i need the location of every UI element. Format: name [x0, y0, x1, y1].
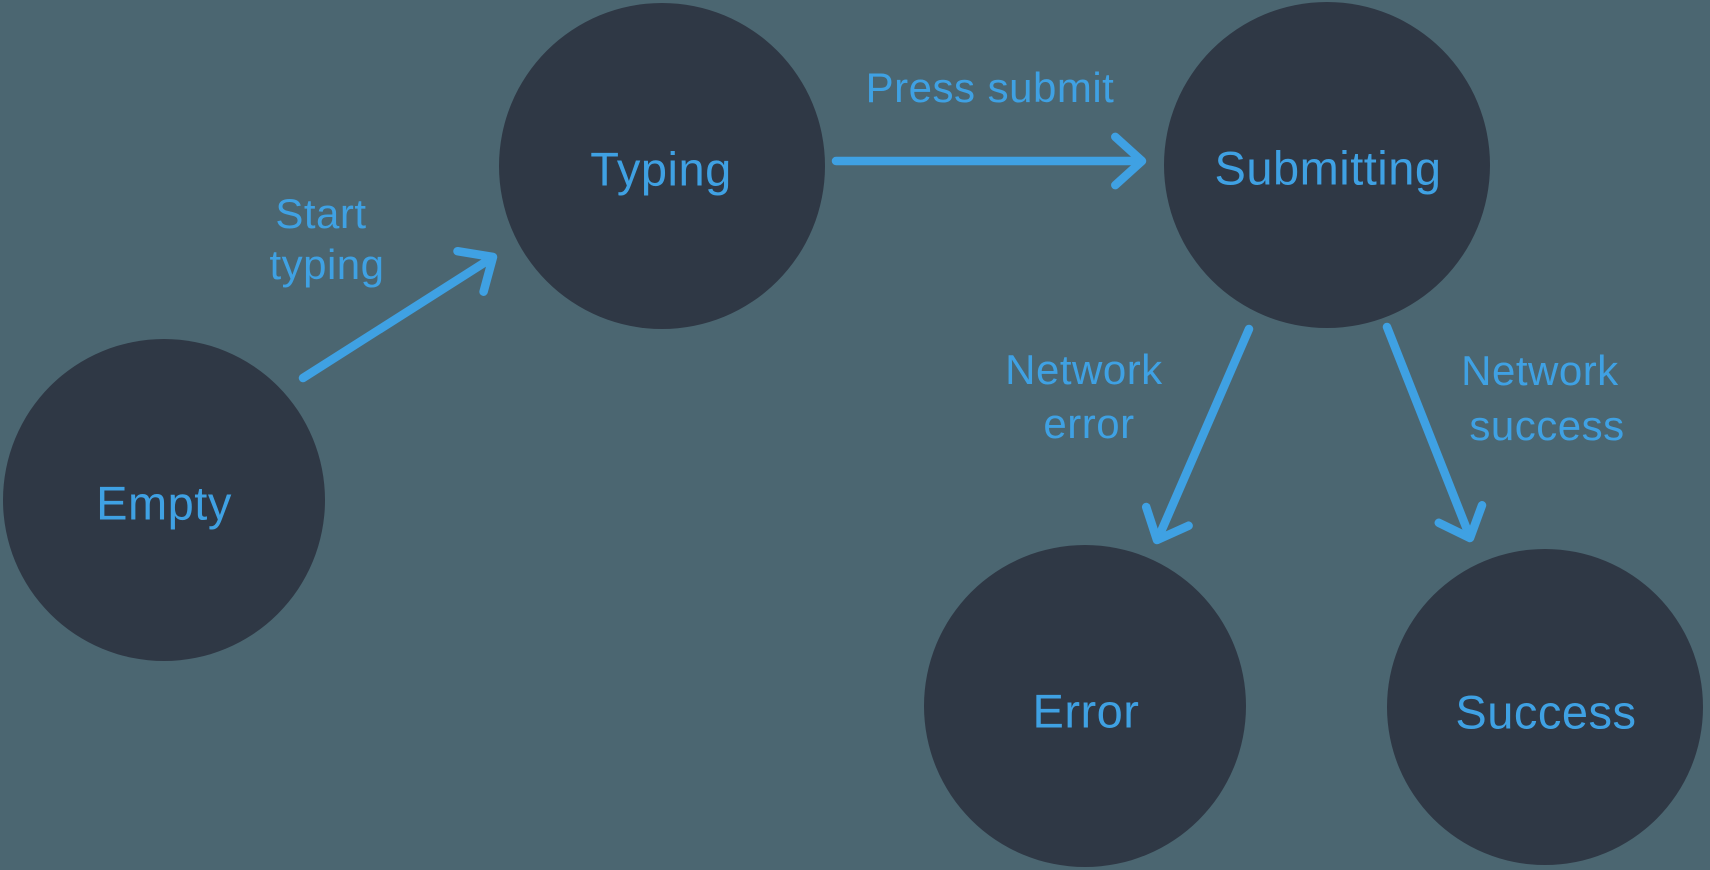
states-layer: Empty Typing Submitting Error Success — [3, 2, 1703, 867]
state-label-empty: Empty — [96, 477, 232, 530]
arrowhead-icon-network-error — [1141, 502, 1193, 545]
transition-start-typing — [298, 246, 498, 383]
state-node-typing: Typing — [499, 3, 825, 329]
transition-labels-layer: Start typing Press submit Network error … — [269, 64, 1631, 449]
state-node-submitting: Submitting — [1164, 2, 1490, 328]
state-circle-submitting — [1164, 2, 1490, 328]
transitions-layer — [298, 132, 1487, 545]
arrowhead-icon-network-success — [1434, 501, 1487, 543]
transition-label-press-submit: Press submit — [866, 64, 1115, 111]
state-circle-empty — [3, 339, 325, 661]
arrowhead-icon-press-submit — [1111, 132, 1147, 190]
state-node-success: Success — [1387, 549, 1703, 865]
transition-network-success — [1382, 322, 1487, 543]
arrowhead-icon-start-typing — [453, 246, 498, 296]
state-circle-success — [1387, 549, 1703, 865]
state-circle-error — [924, 545, 1246, 867]
state-circle-typing — [499, 3, 825, 329]
transition-line-network-success — [1382, 322, 1473, 537]
transition-network-error — [1141, 324, 1254, 545]
state-label-typing: Typing — [590, 143, 731, 196]
transition-label-network-success: Network success — [1461, 347, 1631, 449]
state-label-submitting: Submitting — [1214, 142, 1441, 195]
transition-label-network-error: Network error — [1005, 346, 1175, 447]
state-node-error: Error — [924, 545, 1246, 867]
transition-press-submit — [831, 132, 1147, 190]
state-node-empty: Empty — [3, 339, 325, 661]
state-label-error: Error — [1033, 685, 1140, 738]
transition-line-start-typing — [298, 256, 492, 383]
state-label-success: Success — [1455, 686, 1636, 739]
transition-line-network-error — [1155, 324, 1254, 539]
transition-label-start-typing: Start typing — [269, 190, 384, 288]
